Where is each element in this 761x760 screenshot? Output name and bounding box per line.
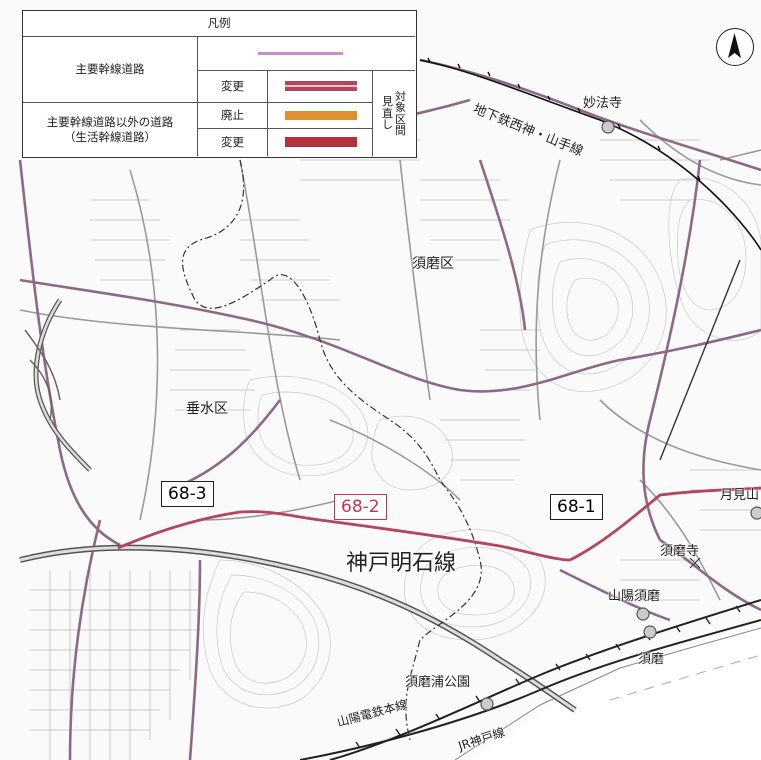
review-sections [117, 486, 761, 562]
legend-row-other-line1: 主要幹線道路以外の道路 [46, 114, 174, 129]
legend-change1-swatch-cell [268, 71, 373, 103]
road-name-label: 神戸明石線 [346, 551, 457, 576]
legend-abolish-label: 廃止 [198, 103, 268, 129]
station-label-myohoji: 妙法寺 [583, 96, 623, 111]
north-arrow-icon [716, 28, 754, 66]
coastline [454, 627, 761, 760]
review-char-3: し [382, 118, 393, 132]
station-label-suma: 須磨 [638, 652, 665, 667]
sea-area [470, 625, 761, 760]
ward-label-tarumi: 垂水区 [186, 401, 228, 417]
subway-line [419, 57, 761, 251]
minor-roads [19, 119, 761, 601]
section-68-2-road [319, 518, 571, 562]
legend-row-main-label: 主要幹線道路 [23, 37, 198, 103]
stations [480, 120, 761, 711]
station-suma [643, 625, 657, 639]
review-char-1: 見 [382, 95, 393, 109]
streets-grid [30, 139, 761, 760]
station-label-sumaura: 須磨浦公園 [405, 675, 471, 690]
review-char-5: 象 [395, 101, 406, 114]
legend-change2-swatch-cell [268, 129, 373, 156]
legend-title: 凡例 [23, 11, 415, 37]
legend-change1-label: 変更 [198, 71, 268, 103]
section-label-68-3[interactable]: 68-3 [161, 481, 214, 507]
ward-boundary [181, 159, 482, 741]
legend-box: 凡例 主要幹線道路 主要幹線道路以外の道路 （生活幹線道路） 変更 廃止 変更 … [22, 10, 417, 158]
expressway [19, 298, 577, 713]
review-char-4: 対 [395, 89, 406, 103]
legend-change1-swatch-center [285, 85, 357, 87]
section-68-1-road [569, 486, 761, 562]
station-myohoji [601, 120, 615, 134]
station-label-sumadera: 須磨寺 [660, 544, 700, 559]
review-char-2: 直 [382, 106, 393, 120]
ward-label-suma: 須磨区 [412, 256, 454, 272]
station-label-sanyo-suma: 山陽須磨 [608, 589, 661, 604]
railways [299, 259, 761, 760]
legend-change2-label: 変更 [198, 129, 268, 156]
temple-marker [689, 557, 701, 569]
station-sanyo-suma [636, 607, 650, 621]
legend-change2-swatch [285, 137, 357, 147]
legend-main-swatch [258, 52, 343, 55]
station-label-tsukimi: 月見山 [720, 488, 760, 503]
legend-abolish-swatch-cell [268, 103, 373, 129]
section-label-68-2[interactable]: 68-2 [334, 494, 387, 520]
station-sumaura [480, 697, 494, 711]
station-tsukimi [750, 506, 761, 520]
review-char-6: 区 [395, 112, 406, 126]
section-68-3-road [117, 510, 321, 550]
section-label-68-1[interactable]: 68-1 [550, 494, 603, 520]
legend-row-other-line2: （生活幹線道路） [64, 129, 156, 144]
coast-dash [609, 654, 761, 701]
legend-main-swatch-cell [198, 37, 415, 71]
legend-row-other-label: 主要幹線道路以外の道路 （生活幹線道路） [23, 103, 198, 156]
legend-abolish-swatch [285, 111, 357, 120]
legend-review-label: 見 直 し 対 象 区 間 [373, 71, 415, 156]
review-char-7: 間 [395, 124, 406, 137]
